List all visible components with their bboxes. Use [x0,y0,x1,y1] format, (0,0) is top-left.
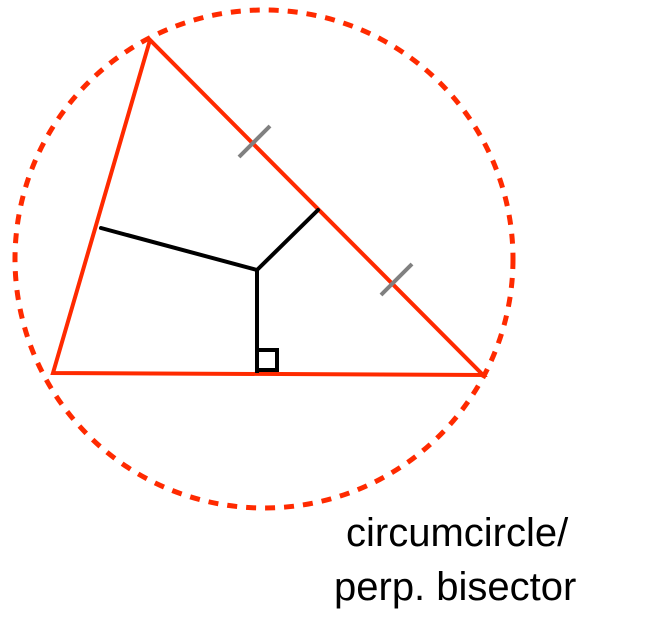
caption-line-2: perp. bisector [334,565,577,609]
perp-bisector-right-side [255,208,320,272]
circumcircle [12,7,516,511]
perp-bisector-left-side [99,226,259,272]
right-angle-marker [255,348,279,372]
tick-mark-lower [379,262,414,297]
tick-mark-upper [237,124,272,159]
caption-line-1: circumcircle/ [346,511,569,555]
triangle [50,36,488,378]
